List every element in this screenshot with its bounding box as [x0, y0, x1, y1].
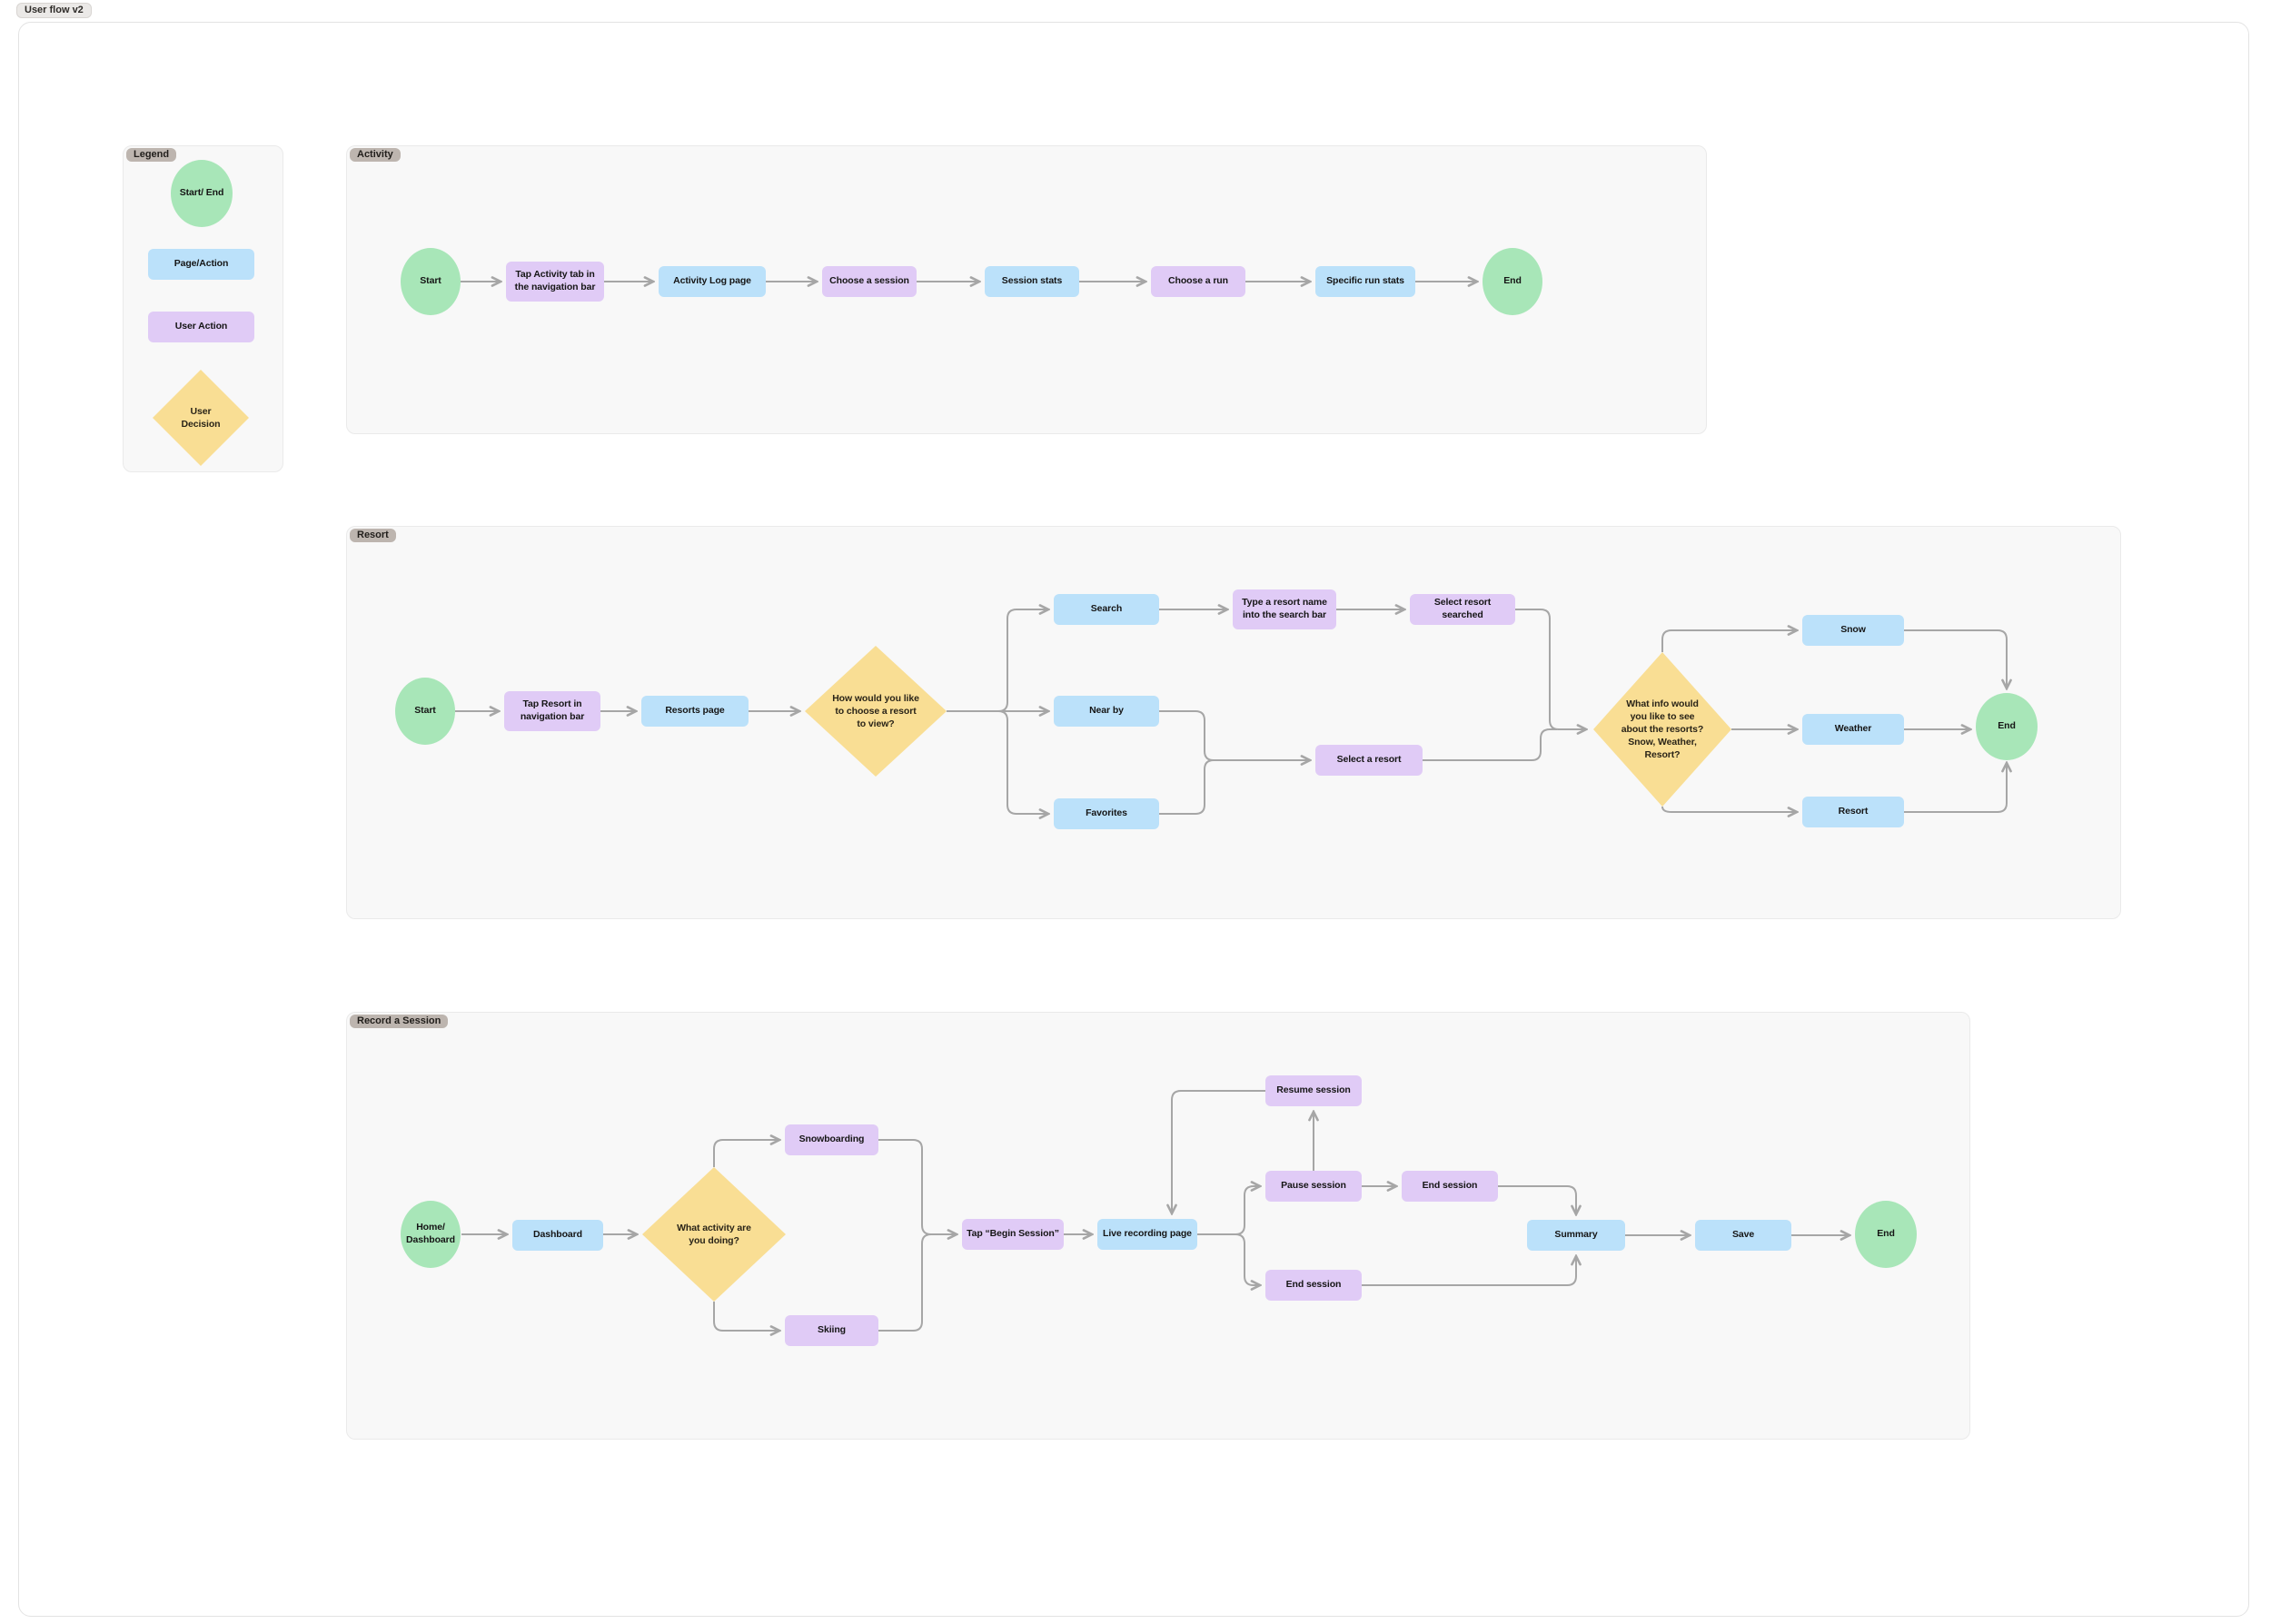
resort-tap-resort-node[interactable]: Tap Resort in navigation bar: [504, 691, 600, 731]
record-pause-session-node[interactable]: Pause session: [1265, 1171, 1362, 1202]
record-end-node[interactable]: End: [1855, 1201, 1917, 1268]
record-tap-begin-session-node[interactable]: Tap “Begin Session”: [962, 1219, 1064, 1250]
activity-choose-session-node[interactable]: Choose a session: [822, 266, 917, 297]
resort-section-label[interactable]: Resort: [350, 529, 396, 542]
record-dashboard-node[interactable]: Dashboard: [512, 1220, 603, 1251]
resort-weather-node[interactable]: Weather: [1802, 714, 1904, 745]
activity-end-node[interactable]: End: [1483, 248, 1542, 315]
resort-near-by-node[interactable]: Near by: [1054, 696, 1159, 727]
resort-end-node[interactable]: End: [1976, 693, 2038, 760]
record-section-label[interactable]: Record a Session: [350, 1015, 449, 1028]
resort-info-decision-node[interactable]: What info would you like to see about th…: [1593, 652, 1731, 807]
resort-favorites-node[interactable]: Favorites: [1054, 798, 1159, 829]
resort-resort-node[interactable]: Resort: [1802, 797, 1904, 827]
record-end-session-node-a[interactable]: End session: [1402, 1171, 1498, 1202]
record-summary-node[interactable]: Summary: [1527, 1220, 1625, 1251]
resort-snow-node[interactable]: Snow: [1802, 615, 1904, 646]
record-activity-decision-node[interactable]: What activity are you doing?: [642, 1167, 786, 1302]
resort-type-name-node[interactable]: Type a resort name into the search bar: [1233, 589, 1336, 629]
activity-session-stats-node[interactable]: Session stats: [985, 266, 1079, 297]
activity-start-node[interactable]: Start: [401, 248, 461, 315]
record-skiing-node[interactable]: Skiing: [785, 1315, 878, 1346]
activity-section-label[interactable]: Activity: [350, 148, 401, 162]
legend-user-action-rect[interactable]: User Action: [148, 312, 254, 342]
resort-select-a-resort-node[interactable]: Select a resort: [1315, 745, 1423, 776]
activity-log-page-node[interactable]: Activity Log page: [659, 266, 766, 297]
record-live-recording-node[interactable]: Live recording page: [1097, 1219, 1197, 1250]
legend-page-action-rect[interactable]: Page/Action: [148, 249, 254, 280]
resort-choose-decision-node[interactable]: How would you like to choose a resort to…: [805, 646, 947, 777]
legend-decision-diamond[interactable]: User Decision: [153, 370, 249, 466]
record-end-session-node-b[interactable]: End session: [1265, 1270, 1362, 1301]
legend-start-end-circle[interactable]: Start/ End: [171, 160, 233, 227]
resort-resorts-page-node[interactable]: Resorts page: [641, 696, 749, 727]
record-snowboarding-node[interactable]: Snowboarding: [785, 1124, 878, 1155]
flow-title-chip[interactable]: User flow v2: [16, 3, 92, 18]
resort-select-searched-node[interactable]: Select resort searched: [1410, 594, 1515, 625]
record-home-dashboard-node[interactable]: Home/ Dashboard: [401, 1201, 461, 1268]
resort-search-node[interactable]: Search: [1054, 594, 1159, 625]
activity-tap-activity-tab-node[interactable]: Tap Activity tab in the navigation bar: [506, 262, 604, 302]
activity-choose-run-node[interactable]: Choose a run: [1151, 266, 1245, 297]
record-save-node[interactable]: Save: [1695, 1220, 1791, 1251]
resort-start-node[interactable]: Start: [395, 678, 455, 745]
record-resume-session-node[interactable]: Resume session: [1265, 1075, 1362, 1106]
legend-section-label[interactable]: Legend: [126, 148, 177, 162]
activity-specific-run-stats-node[interactable]: Specific run stats: [1315, 266, 1415, 297]
